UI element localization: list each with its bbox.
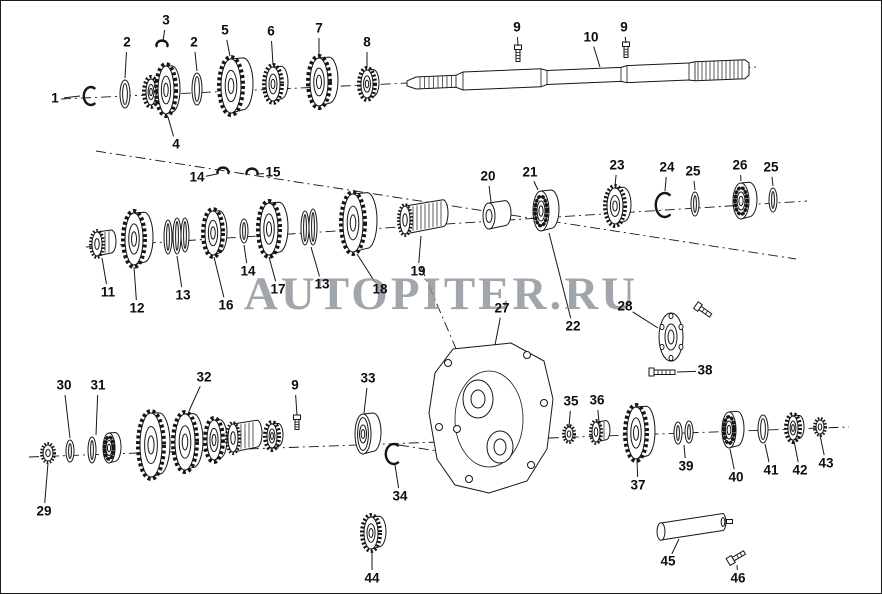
part-29-nut (40, 442, 56, 464)
part-13-ring-a2 (172, 217, 182, 255)
part-9-bolt-c (293, 414, 301, 430)
part-32-spline (225, 419, 263, 455)
retainer-bolt (692, 301, 713, 318)
part-27-housing (428, 342, 554, 494)
part-3-lock-plate (155, 39, 169, 48)
part-10-main-shaft (406, 59, 750, 91)
part-18-gear (339, 190, 378, 256)
part-39-bush-b (684, 420, 694, 444)
part-11-spline-stub (89, 229, 117, 259)
part-15-clip (245, 167, 259, 176)
part-13-ring-b1 (300, 210, 310, 246)
part-14-clip-top (216, 166, 230, 175)
part-2-washer-a (119, 79, 131, 109)
part-4-synchro-hub (154, 62, 181, 118)
part-39-bush-a (673, 421, 683, 445)
part-36-spline-stub (589, 419, 611, 445)
part-32-gear-3 (203, 416, 228, 464)
part-1-snap-ring (82, 85, 97, 107)
part-33-hub (354, 412, 382, 455)
part-8-gear (357, 66, 380, 102)
part-43-nut (813, 417, 827, 437)
part-24-snap-ring (654, 191, 672, 219)
part-30-washer (65, 439, 75, 463)
part-31-bearing (102, 432, 122, 464)
part-13-ring-a3 (180, 217, 190, 253)
part-34-snap-ring (384, 442, 400, 466)
part-35-nut (562, 424, 576, 444)
part-20-bushing (482, 200, 512, 230)
part-45-shaft-pin (656, 512, 733, 541)
part-9-bolt-a (514, 44, 522, 62)
part-21-bearing (532, 189, 560, 232)
part-25-ring-a (690, 191, 700, 217)
part-9-bolt-b (622, 41, 630, 58)
part-37-gear (623, 403, 656, 463)
part-28-bearing-retainer (658, 301, 713, 362)
part-16-synchro-hub (201, 207, 228, 259)
part-13-ring-a1 (163, 219, 173, 255)
part-44-gear (360, 513, 387, 553)
part-26-bearing-cup (732, 181, 758, 220)
part-19-splined-shaft (397, 199, 449, 237)
part-5-gear (217, 55, 254, 117)
part-42-gear (784, 412, 805, 444)
part-32-gear-4 (263, 420, 284, 452)
part-38-stud (648, 367, 676, 377)
part-7-gear (306, 54, 339, 110)
part-6-hub (262, 63, 289, 105)
part-41-ring (757, 414, 769, 444)
part-23-gear (603, 184, 632, 228)
part-17-gear (256, 199, 289, 259)
part-2-washer-b (191, 72, 203, 106)
part-46-bolt (725, 550, 747, 567)
part-14-ring (239, 218, 249, 244)
part-12-gear (121, 209, 154, 269)
part-32-gear-large (136, 409, 171, 481)
part-13-ring-b2 (308, 208, 318, 246)
part-31-ring (87, 436, 97, 464)
part-25-ring-b (768, 187, 778, 213)
part-40-bearing (721, 410, 745, 449)
part-32-gear-2 (171, 410, 204, 474)
